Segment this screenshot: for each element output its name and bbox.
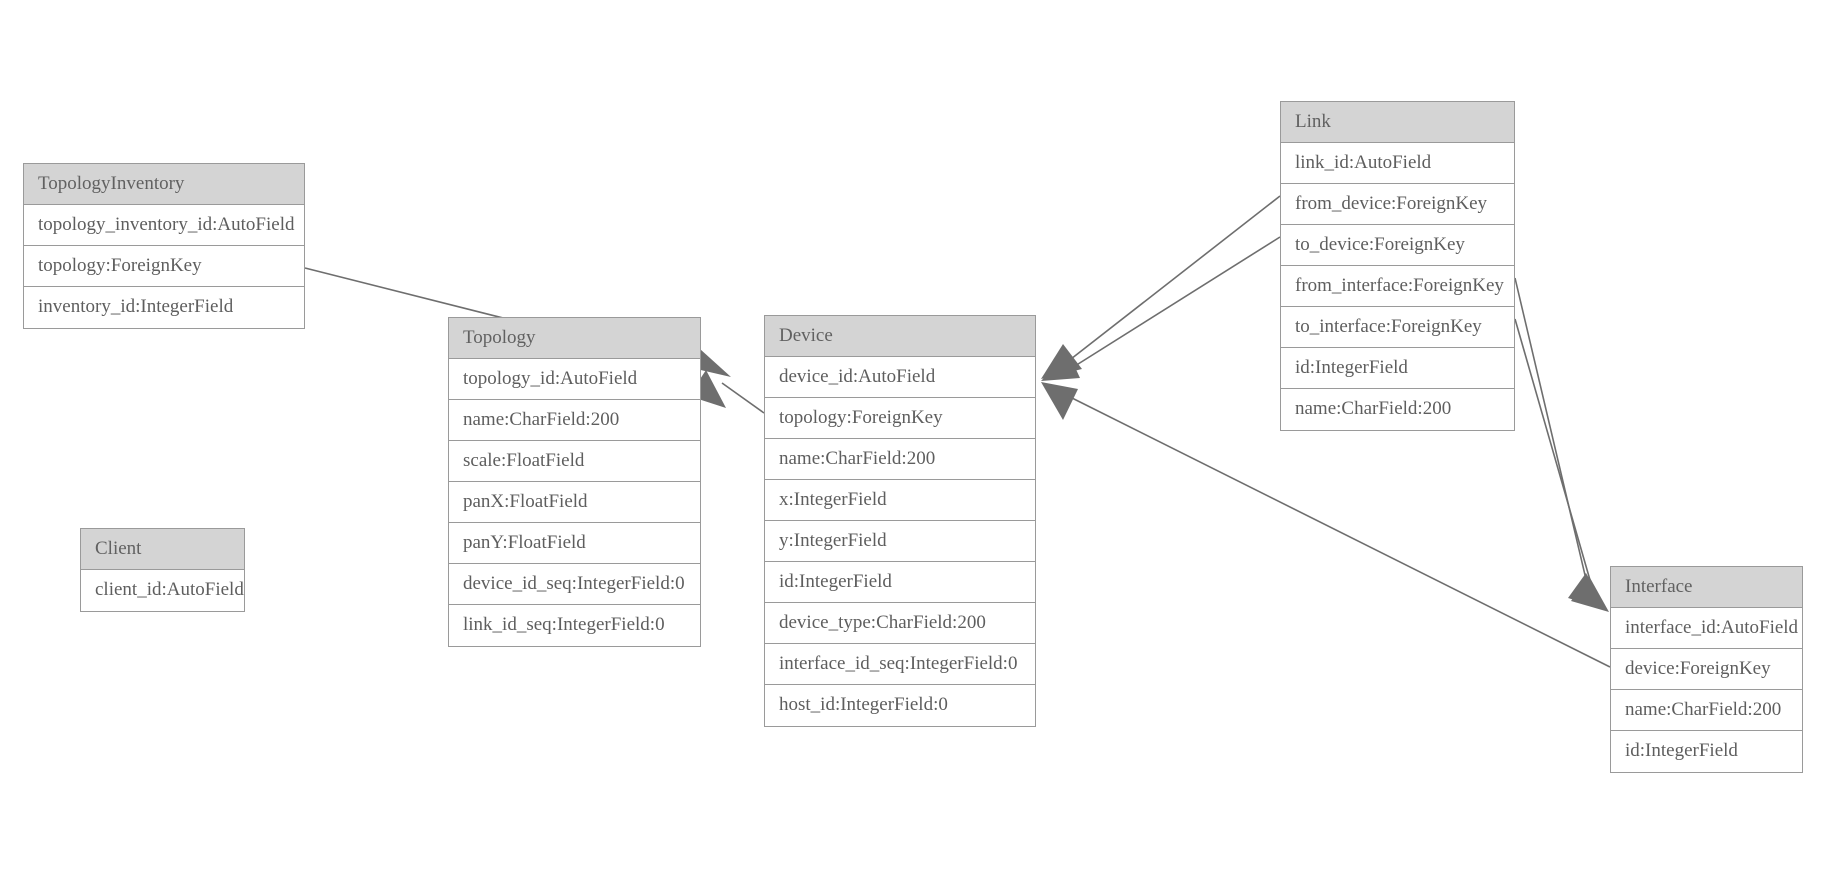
entity-field: host_id:IntegerField:0 [765,685,1035,726]
entity-field: panX:FloatField [449,482,700,523]
entity-field: link_id_seq:IntegerField:0 [449,605,700,646]
entity-field: client_id:AutoField [81,570,244,611]
entity-field: link_id:AutoField [1281,143,1514,184]
entity-link[interactable]: Link link_id:AutoField from_device:Forei… [1280,101,1515,431]
edge-link-to-interface [1514,318,1609,612]
entity-field: name:CharField:200 [1281,389,1514,430]
entity-field: device_id_seq:IntegerField:0 [449,564,700,605]
edge-link-from-device [1041,195,1281,379]
entity-title: Device [765,316,1035,357]
entity-field: device_type:CharField:200 [765,603,1035,644]
entity-field: inventory_id:IntegerField [24,287,304,328]
entity-field: name:CharField:200 [765,439,1035,480]
entity-field: panY:FloatField [449,523,700,564]
entity-field: name:CharField:200 [449,400,700,441]
entity-interface[interactable]: Interface interface_id:AutoField device:… [1610,566,1803,773]
edge-link-to-device [1041,236,1281,381]
entity-client[interactable]: Client client_id:AutoField [80,528,245,612]
entity-field: topology_id:AutoField [449,359,700,400]
entity-field: topology:ForeignKey [765,398,1035,439]
entity-field: from_device:ForeignKey [1281,184,1514,225]
entity-field: device:ForeignKey [1611,649,1802,690]
entity-topology[interactable]: Topology topology_id:AutoField name:Char… [448,317,701,647]
entity-title: Topology [449,318,700,359]
entity-field: to_device:ForeignKey [1281,225,1514,266]
edge-link-from-interface [1514,277,1607,610]
entity-title: Client [81,529,244,570]
entity-field: interface_id:AutoField [1611,608,1802,649]
entity-title: Link [1281,102,1514,143]
entity-field: id:IntegerField [1281,348,1514,389]
entity-field: x:IntegerField [765,480,1035,521]
entity-field: id:IntegerField [765,562,1035,603]
entity-field: to_interface:ForeignKey [1281,307,1514,348]
entity-field: from_interface:ForeignKey [1281,266,1514,307]
entity-title: Interface [1611,567,1802,608]
entity-field: device_id:AutoField [765,357,1035,398]
entity-field: y:IntegerField [765,521,1035,562]
entity-field: interface_id_seq:IntegerField:0 [765,644,1035,685]
entity-field: scale:FloatField [449,441,700,482]
entity-field: id:IntegerField [1611,731,1802,772]
entity-field: topology_inventory_id:AutoField [24,205,304,246]
entity-field: name:CharField:200 [1611,690,1802,731]
entity-topology-inventory[interactable]: TopologyInventory topology_inventory_id:… [23,163,305,329]
entity-title: TopologyInventory [24,164,304,205]
entity-device[interactable]: Device device_id:AutoField topology:Fore… [764,315,1036,727]
entity-field: topology:ForeignKey [24,246,304,287]
